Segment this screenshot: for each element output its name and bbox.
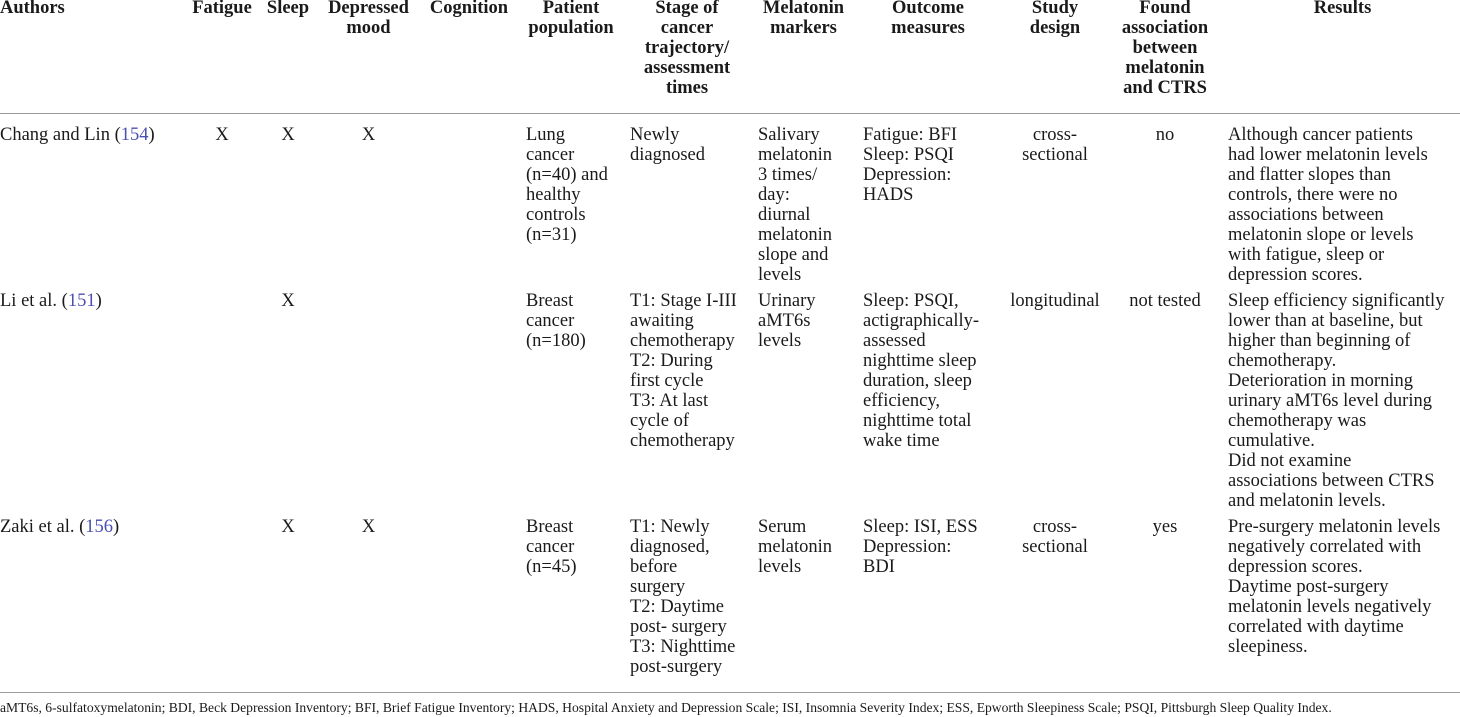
population-cell: Breast cancer (n=180): [526, 291, 586, 351]
design-cell: longitudinal: [1010, 291, 1100, 311]
depressed-mood-cell: X: [361, 125, 376, 145]
design-cell: cross- sectional: [1022, 125, 1088, 165]
sleep-cell: X: [281, 125, 295, 145]
results-cell: Sleep efficiency significantly lower tha…: [1228, 291, 1445, 511]
header-sleep: Sleep: [266, 0, 310, 18]
sleep-cell: X: [281, 291, 295, 311]
markers-cell: Urinary aMT6s levels: [758, 291, 816, 351]
authors-cell: Zaki et al. (156): [0, 517, 120, 537]
design-cell: cross- sectional: [1022, 517, 1088, 557]
markers-cell: Salivary melatonin 3 times/ day: diurnal…: [758, 125, 832, 285]
header-found-association: Found association between melatonin and …: [1121, 0, 1209, 98]
depressed-mood-cell: X: [361, 517, 376, 537]
markers-cell: Serum melatonin levels: [758, 517, 832, 577]
header-cognition: Cognition: [429, 0, 509, 18]
stage-cell: Newly diagnosed: [630, 125, 706, 165]
reference-link[interactable]: 154: [120, 125, 149, 145]
association-cell: no: [1155, 125, 1175, 145]
outcomes-cell: Sleep: PSQI, actigraphically- assessed n…: [863, 291, 980, 451]
header-outcome-measures: Outcome measures: [891, 0, 965, 38]
association-cell: yes: [1152, 517, 1178, 537]
sleep-cell: X: [281, 517, 295, 537]
reference-link[interactable]: 156: [85, 517, 114, 537]
stage-cell: T1: Newly diagnosed, before surgery T2: …: [630, 517, 736, 677]
table-footnote: aMT6s, 6-sulfatoxymelatonin; BDI, Beck D…: [0, 700, 1332, 715]
authors-cell: Chang and Lin (154): [0, 125, 155, 145]
header-authors: Authors: [0, 0, 65, 18]
header-melatonin-markers: Melatonin markers: [762, 0, 845, 38]
header-stage: Stage of cancer trajectory/ assessment t…: [643, 0, 731, 98]
results-cell: Pre-surgery melatonin levels negatively …: [1228, 517, 1441, 657]
header-results: Results: [1313, 0, 1372, 18]
population-cell: Breast cancer (n=45): [526, 517, 577, 577]
header-study-design: Study design: [1029, 0, 1081, 38]
header-patient-population: Patient population: [528, 0, 614, 38]
header-depressed-mood: Depressed mood: [328, 0, 409, 38]
fatigue-cell: X: [215, 125, 229, 145]
association-cell: not tested: [1129, 291, 1201, 311]
population-cell: Lung cancer (n=40) and healthy controls …: [526, 125, 608, 245]
authors-cell: Li et al. (151): [0, 291, 102, 311]
table-bottom-rule: [0, 692, 1460, 693]
reference-link[interactable]: 151: [67, 291, 96, 311]
outcomes-cell: Sleep: ISI, ESS Depression: BDI: [863, 517, 978, 577]
stage-cell: T1: Stage I-III awaiting chemotherapy T2…: [630, 291, 737, 451]
outcomes-cell: Fatigue: BFI Sleep: PSQI Depression: HAD…: [863, 125, 958, 205]
results-cell: Although cancer patients had lower melat…: [1228, 125, 1428, 285]
header-fatigue: Fatigue: [192, 0, 252, 18]
header-divider: [0, 113, 1460, 114]
